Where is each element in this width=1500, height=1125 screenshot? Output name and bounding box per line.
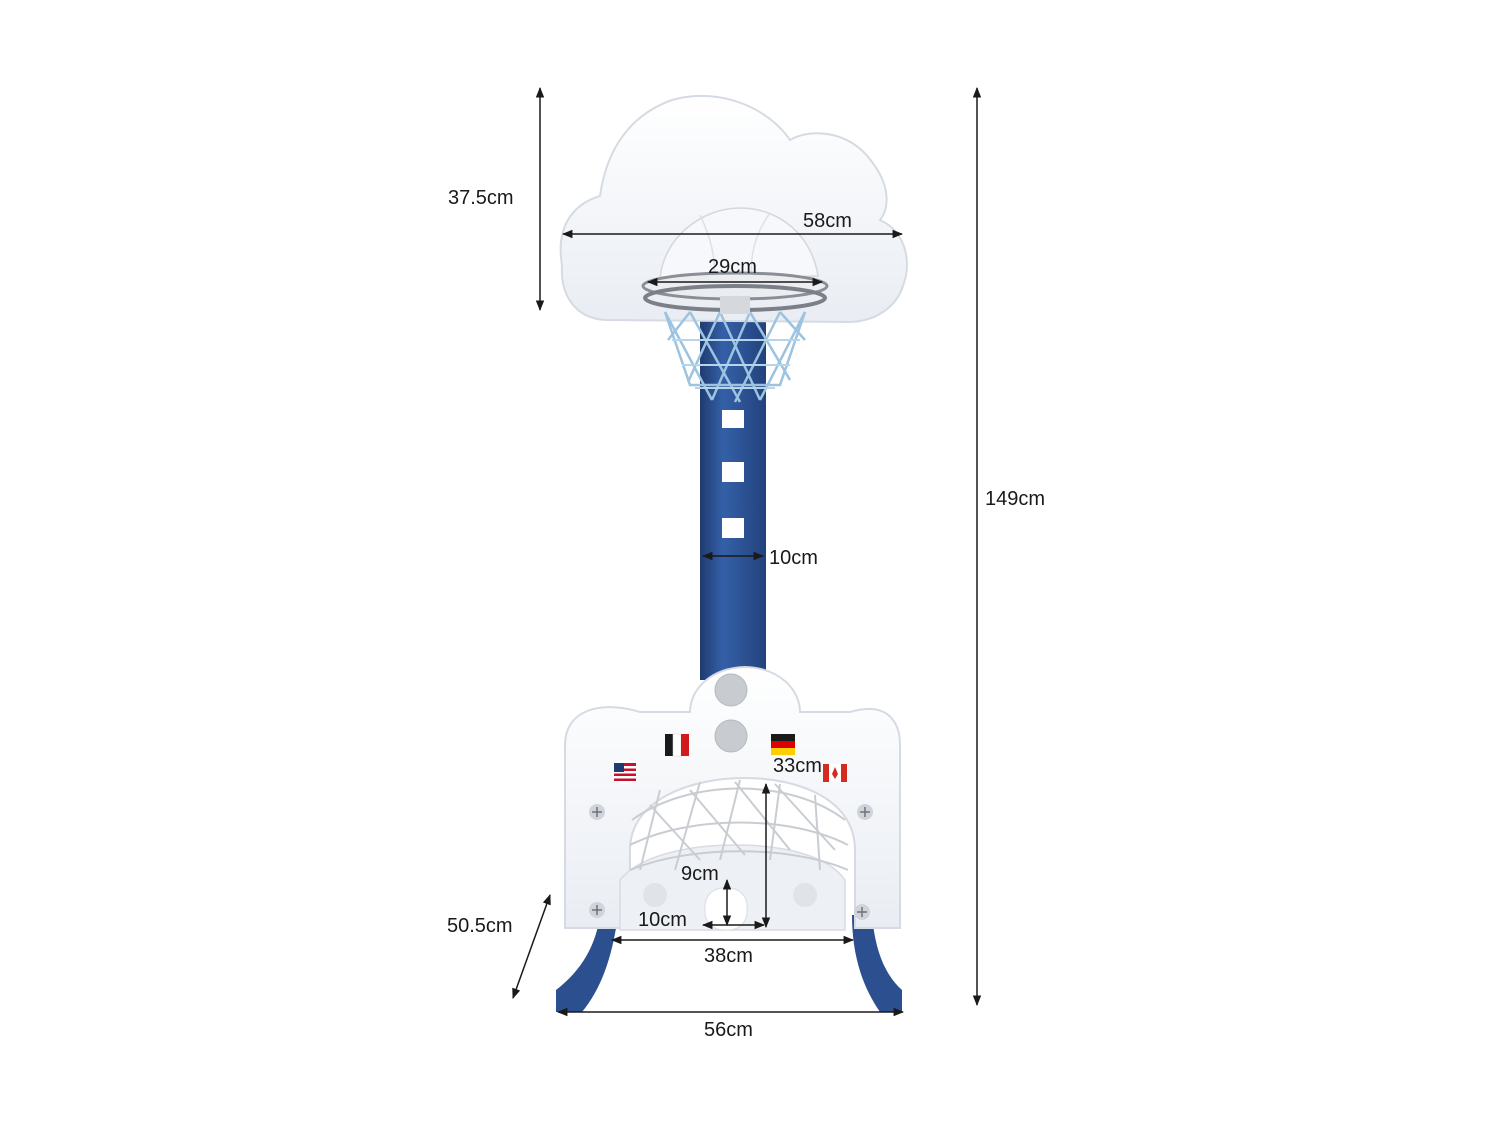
goal-width-label: 38cm (704, 945, 753, 967)
screw-icon (589, 804, 605, 820)
goal-base (556, 665, 902, 1012)
score-button (714, 673, 748, 707)
hole-height-label: 9cm (681, 863, 719, 885)
canada-flag-icon (823, 764, 847, 782)
left-leg (556, 915, 618, 1012)
pole-slot (722, 518, 744, 538)
screw-icon (857, 804, 873, 820)
base-depth-label: 50.5cm (447, 915, 513, 937)
screw-icon (854, 904, 870, 920)
pole (700, 300, 766, 680)
right-leg (852, 915, 902, 1012)
pole-width-label: 10cm (769, 547, 818, 569)
usa-flag-icon (613, 760, 637, 784)
cloud-backboard (559, 95, 908, 324)
total-height-label: 149cm (985, 488, 1045, 510)
goal-net (629, 779, 849, 871)
score-button (714, 719, 748, 753)
base-depth-line (512, 894, 551, 999)
france-flag-icon (665, 733, 689, 757)
goal-height-label: 33cm (773, 755, 822, 777)
pole-slot (722, 410, 744, 428)
backboard-height-label: 37.5cm (448, 187, 514, 209)
germany-flag-icon (771, 734, 795, 755)
base-hole (704, 887, 748, 931)
pole-slot (722, 462, 744, 482)
screw-icon (589, 902, 605, 918)
base-width-label: 56cm (704, 1019, 753, 1041)
backboard-width-label: 58cm (803, 210, 852, 232)
hole-width-label: 10cm (638, 909, 687, 931)
hoop-diameter-label: 29cm (708, 256, 757, 278)
